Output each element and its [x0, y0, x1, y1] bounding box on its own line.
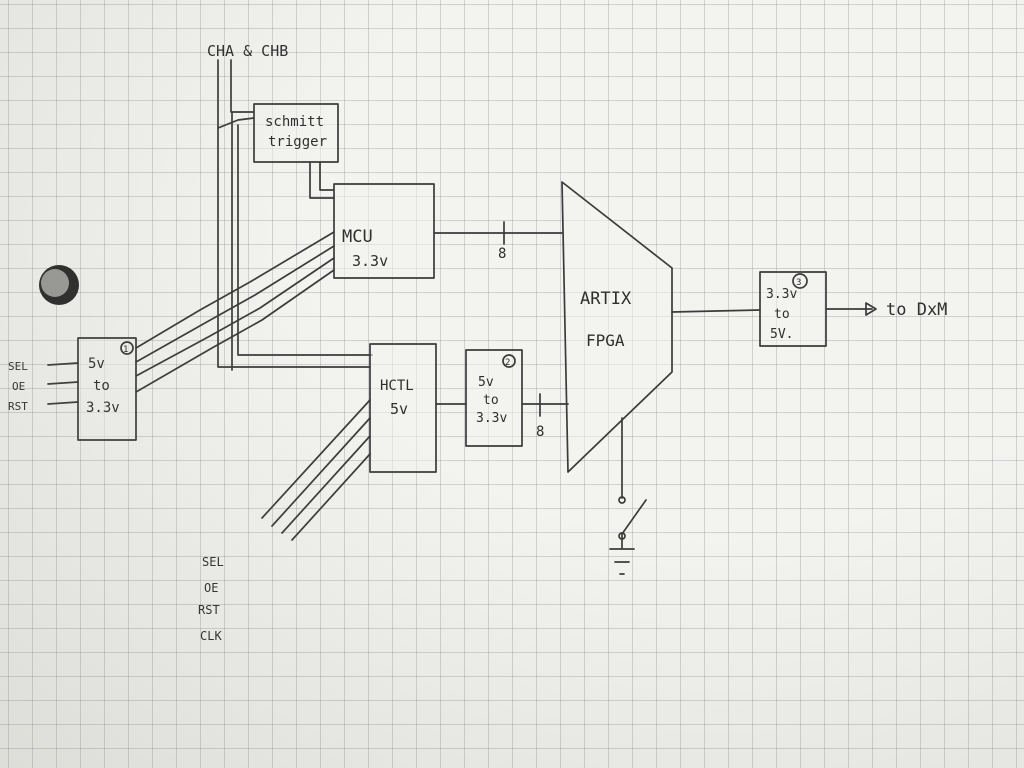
fpga-label-line2: FPGA [586, 331, 625, 350]
output-label: to DxM [886, 300, 947, 320]
bus-width-top: 8 [498, 246, 506, 262]
level-shifter-2-block [465, 349, 523, 447]
legend-oe: OE [204, 581, 218, 595]
fpga-output-wire [671, 309, 761, 313]
hctl-label-line1: HCTL [380, 378, 414, 394]
left-sel-label: SEL [8, 360, 28, 373]
legend-rst: RST [198, 603, 220, 617]
ls3-number: 3 [796, 278, 801, 288]
legend-clk: CLK [200, 629, 222, 643]
mcu-block [333, 183, 435, 279]
mcu-label-line1: MCU [342, 227, 373, 247]
mcu-label-line2: 3.3v [352, 252, 388, 270]
level-shifter-1-block [77, 337, 137, 441]
schmitt-trigger-block [253, 103, 339, 163]
schmitt-label-line2: trigger [268, 134, 327, 150]
bus-width-bottom: 8 [536, 424, 544, 440]
ls1-label-line2: to [93, 378, 110, 394]
level-shifter-3-block [759, 271, 827, 347]
ls3-label-line1: 3.3v [766, 287, 797, 302]
punched-hole [39, 265, 79, 305]
ls2-number: 2 [505, 358, 510, 368]
ls3-label-line3: 5V. [770, 327, 793, 342]
output-arrow [825, 302, 877, 316]
channel-input-wires [217, 59, 373, 371]
ls2-label-line2: to [483, 393, 499, 408]
ground-switch [609, 417, 647, 575]
hctl-block [369, 343, 437, 473]
ls2-label-line3: 3.3v [476, 411, 507, 426]
ls3-label-line2: to [774, 307, 790, 322]
left-rst-label: RST [8, 400, 28, 413]
channel-input-label: CHA & CHB [207, 42, 288, 60]
hctl-label-line2: 5v [390, 400, 408, 418]
ls1-input-lines [47, 362, 79, 405]
ls1-to-mcu-lines [135, 231, 335, 393]
mcu-fpga-bus [433, 221, 563, 245]
schmitt-label-line1: schmitt [265, 114, 324, 130]
ls2-label-line1: 5v [478, 375, 494, 390]
left-oe-label: OE [12, 380, 25, 393]
hctl-fpga-path [435, 393, 569, 417]
ls1-number: 1 [123, 345, 128, 355]
ls1-label-line3: 3.3v [86, 400, 120, 416]
legend-sel: SEL [202, 555, 224, 569]
ls1-label-line1: 5v [88, 356, 105, 372]
fpga-block [561, 181, 673, 473]
hctl-input-lines [261, 399, 371, 541]
fpga-label-line1: ARTIX [580, 289, 632, 309]
